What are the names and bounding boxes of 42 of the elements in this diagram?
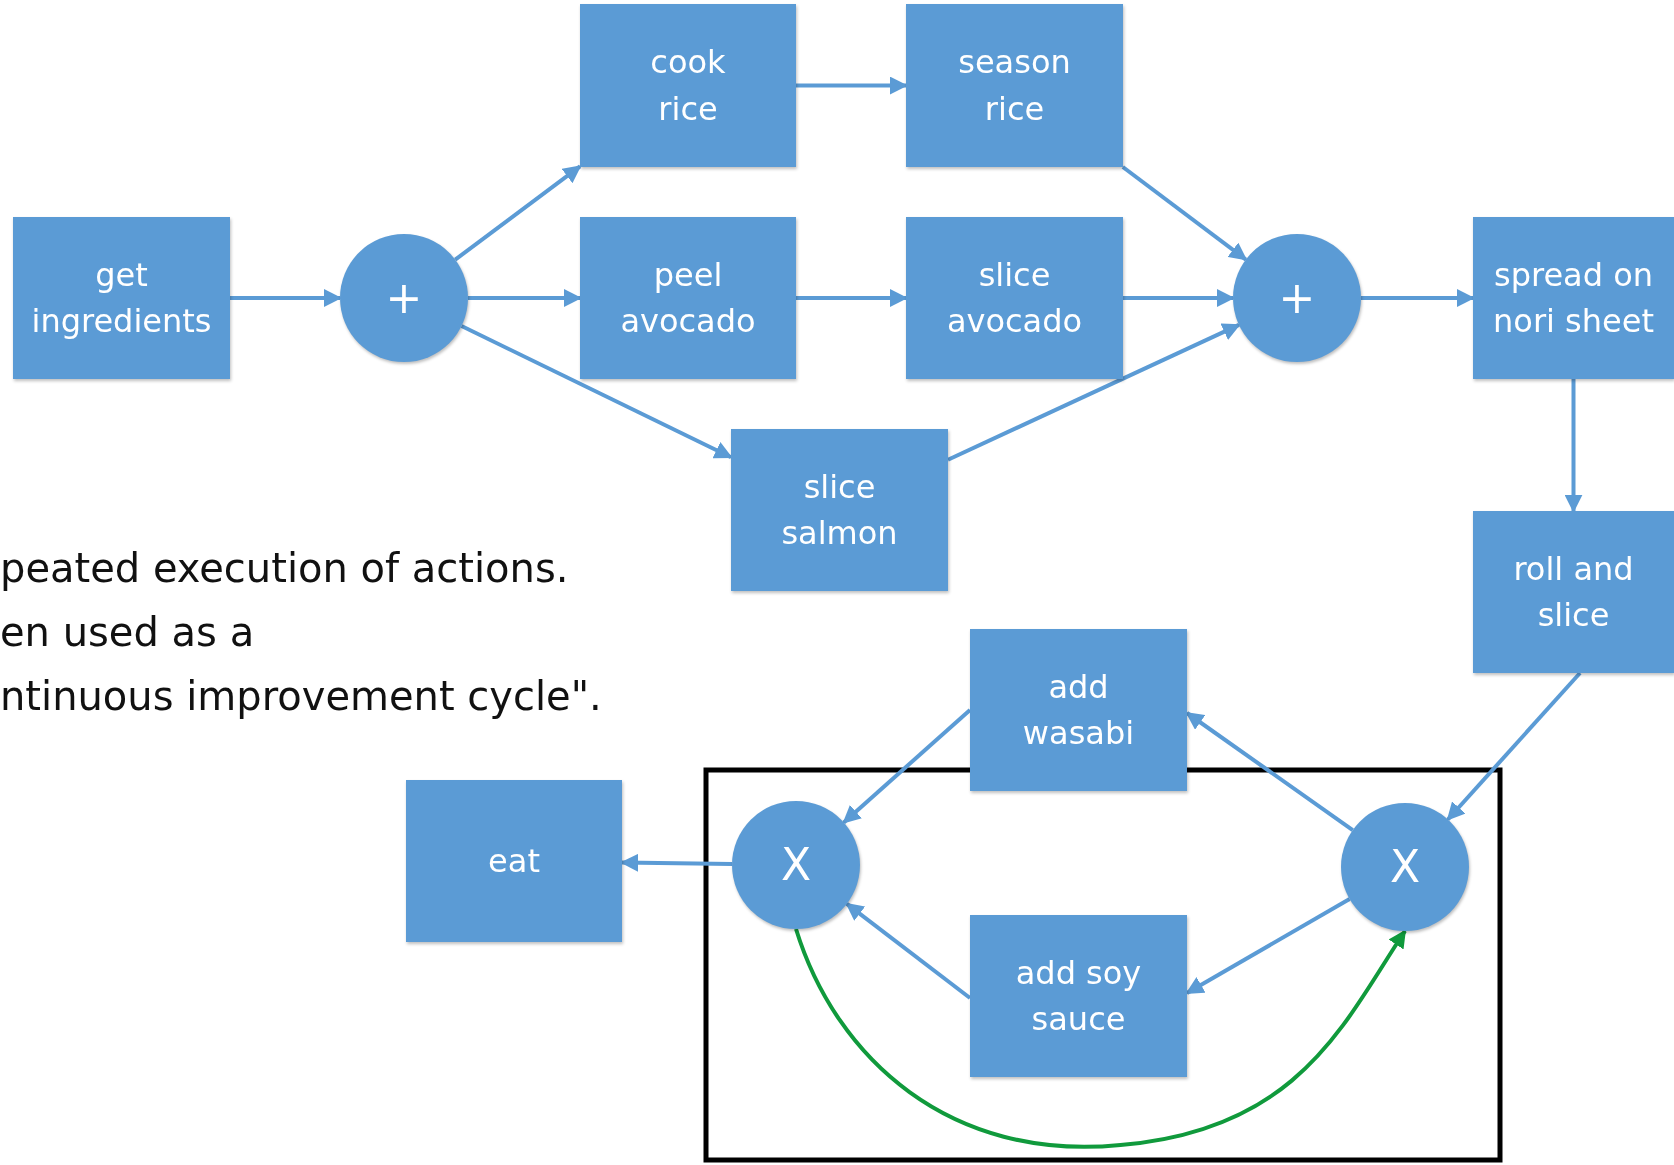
- process-box: [970, 915, 1187, 1077]
- node-label: +: [1278, 271, 1316, 326]
- node-label: add soy sauce: [1014, 952, 1143, 1040]
- process-box: [1473, 511, 1674, 673]
- node-label: add wasabi: [1021, 666, 1136, 754]
- process-box: [906, 217, 1123, 379]
- node-label: roll and slice: [1512, 548, 1635, 636]
- process-box: [406, 780, 622, 942]
- loop-arrow: [794, 928, 1407, 1149]
- process-box: [580, 4, 796, 167]
- node-label: slice salmon: [780, 466, 899, 554]
- arrow: [842, 708, 972, 824]
- arrow: [1446, 671, 1582, 821]
- process-box: [1473, 217, 1674, 379]
- process-box: [580, 217, 796, 379]
- arrow: [1121, 165, 1248, 262]
- process-box: [13, 217, 230, 379]
- arrow: [468, 289, 582, 307]
- node-label: eat: [488, 840, 540, 882]
- node-label: +: [385, 271, 423, 326]
- arrow: [460, 324, 733, 459]
- arrow: [796, 76, 908, 95]
- process-box: [731, 429, 948, 591]
- arrow: [1123, 289, 1235, 307]
- node-label: season rice: [957, 42, 1072, 130]
- node-label: peel avocado: [619, 254, 757, 342]
- node-label: slice avocado: [945, 254, 1084, 342]
- arrow: [454, 164, 582, 262]
- process-box: [906, 4, 1123, 167]
- arrow: [845, 902, 972, 1000]
- arrow: [947, 323, 1241, 462]
- arrow: [796, 289, 908, 307]
- arrow: [1564, 379, 1583, 513]
- node-label: X: [1389, 840, 1421, 895]
- arrow: [230, 289, 342, 307]
- arrow: [1361, 289, 1475, 307]
- process-box: [970, 629, 1187, 791]
- node-label: spread on nori sheet: [1492, 254, 1655, 342]
- note-text: en used as a: [0, 612, 255, 652]
- node-label: cook rice: [649, 42, 727, 130]
- node-label: get ingredients: [30, 254, 213, 342]
- node-label: X: [780, 838, 812, 893]
